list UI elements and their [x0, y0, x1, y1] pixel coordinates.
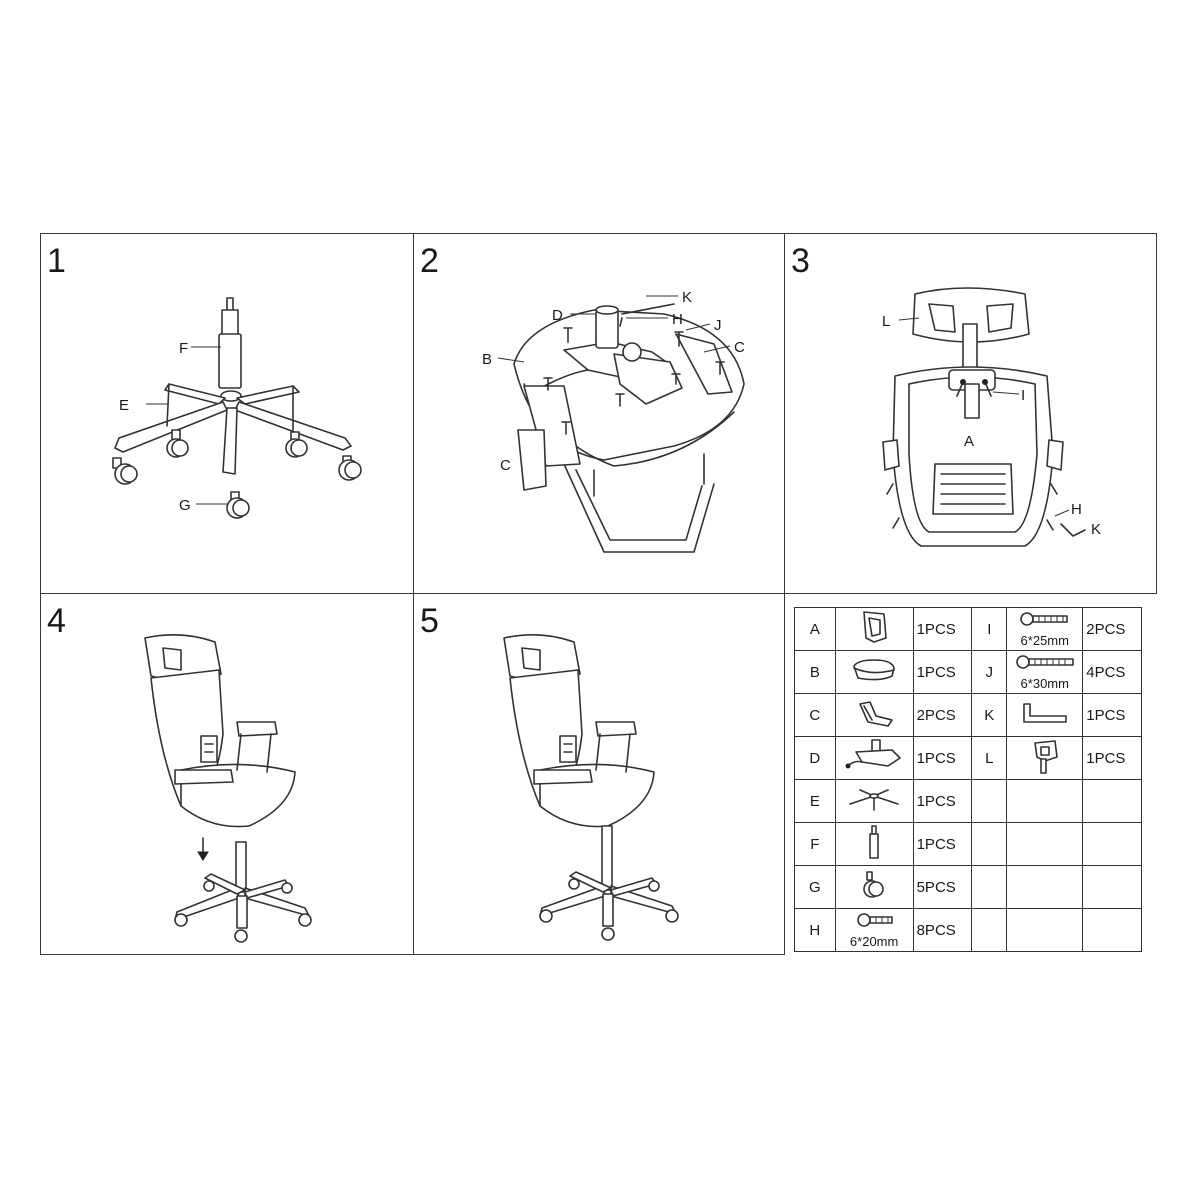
label-L: L [882, 313, 890, 330]
part-qty: 2PCS [912, 693, 973, 737]
part-qty: 8PCS [912, 908, 973, 952]
part-qty: 1PCS [912, 607, 973, 651]
base-assembly-illustration: F E G [112, 297, 362, 519]
bolt-icon: 6*30mm [1006, 650, 1084, 694]
table-row: C 2PCS K 1PCS [794, 693, 1142, 737]
chair-body-icon [503, 634, 655, 828]
label-F: F [179, 340, 188, 357]
part-letter: K [971, 693, 1008, 737]
part-letter: I [971, 607, 1008, 651]
backrest-headrest-illustration: L A I H K [882, 287, 1101, 547]
part-dimension: 6*20mm [849, 934, 899, 949]
part-qty: 1PCS [912, 822, 973, 866]
allen-key-icon [1060, 523, 1086, 537]
label-E: E [119, 397, 129, 414]
step-number: 5 [420, 602, 439, 640]
part-letter: D [794, 736, 836, 780]
star-base-icon [539, 825, 679, 941]
part-qty: 1PCS [912, 779, 973, 823]
backrest-icon [882, 366, 1064, 547]
armrest-icon [834, 693, 914, 737]
armrest-icon [517, 333, 733, 491]
bolt-icon [543, 327, 725, 435]
label-C-right: C [734, 339, 745, 356]
table-row: E 1PCS [794, 779, 1142, 823]
gas-cylinder-icon [218, 297, 242, 389]
part-dimension: 6*25mm [1020, 633, 1069, 648]
star-base-icon [834, 779, 914, 823]
step-number: 4 [47, 602, 66, 640]
step-4-panel: 4 [40, 593, 414, 955]
label-K: K [682, 289, 692, 306]
label-D: D [552, 307, 563, 324]
label-A: A [964, 433, 974, 450]
part-letter: H [794, 908, 836, 952]
backrest-icon [834, 607, 914, 651]
seat-mechanism-icon [529, 303, 683, 405]
headrest-icon [1006, 736, 1084, 780]
headrest-icon [912, 287, 1030, 369]
arrow-down-icon [197, 837, 209, 861]
part-qty: 1PCS [912, 650, 973, 694]
allen-key-icon [1006, 693, 1084, 737]
chair-on-base-illustration [144, 634, 312, 943]
seat-mechanism-icon [834, 736, 914, 780]
table-row: F 1PCS [794, 822, 1142, 866]
step-1-panel: 1 F E G [40, 233, 414, 594]
step-2-panel: 2 [413, 233, 785, 594]
part-qty: 2PCS [1082, 607, 1142, 651]
label-J: J [714, 317, 722, 334]
gas-cylinder-icon [834, 822, 914, 866]
label-H: H [1071, 501, 1082, 518]
label-H: H [672, 311, 683, 328]
step-number: 1 [47, 242, 66, 280]
step-number: 2 [420, 242, 439, 280]
table-row: A 1PCS I 6*25mm 2PCS [794, 607, 1142, 651]
part-letter: L [971, 736, 1008, 780]
star-base-icon [174, 841, 312, 943]
bolt-icon: 6*25mm [1006, 607, 1084, 651]
part-dimension: 6*30mm [1020, 676, 1069, 691]
caster-icon [834, 865, 914, 909]
part-letter: C [794, 693, 836, 737]
part-letter: A [794, 607, 836, 651]
part-qty: 1PCS [912, 736, 973, 780]
part-qty: 1PCS [1082, 736, 1142, 780]
table-row: G 5PCS [794, 865, 1142, 909]
part-qty: 4PCS [1082, 650, 1142, 694]
label-K: K [1091, 521, 1101, 538]
part-letter: F [794, 822, 836, 866]
seat-cushion-icon [834, 650, 914, 694]
bolt-icon: 6*20mm [834, 908, 914, 952]
table-row: D 1PCS L 1PCS [794, 736, 1142, 780]
chair-body-icon [144, 634, 296, 828]
label-C-left: C [500, 457, 511, 474]
part-qty: 5PCS [912, 865, 973, 909]
parts-list-table: A 1PCS I 6*25mm 2PCS B 1PCS J 6*30mm 4PC… [794, 607, 1142, 952]
label-I: I [1021, 387, 1025, 404]
step-5-panel: 5 [413, 593, 785, 955]
seat-mechanism-illustration: D K H J C B C [482, 289, 745, 553]
part-letter: J [971, 650, 1008, 694]
star-base-icon [114, 383, 352, 475]
label-G: G [179, 497, 191, 514]
part-letter: E [794, 779, 836, 823]
table-row: H 6*20mm 8PCS [794, 908, 1142, 952]
table-row: B 1PCS J 6*30mm 4PCS [794, 650, 1142, 694]
part-letter: B [794, 650, 836, 694]
bolt-icon [886, 379, 1058, 531]
part-letter: G [794, 865, 836, 909]
step-3-panel: 3 L A I H [784, 233, 1157, 594]
assembled-chair-illustration [503, 634, 679, 941]
step-number: 3 [791, 242, 810, 280]
caster-icon [112, 429, 362, 519]
part-qty: 1PCS [1082, 693, 1142, 737]
label-B: B [482, 351, 492, 368]
